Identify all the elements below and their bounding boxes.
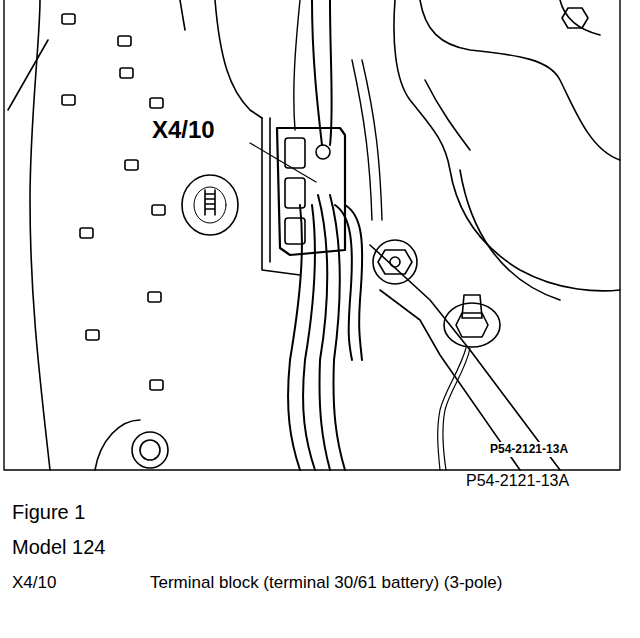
legend-code: X4/10	[12, 572, 56, 593]
callout-label: X4/10	[150, 115, 217, 145]
figure-code: P54-2121-13A	[488, 442, 570, 457]
figure-code: P54-2121-13A	[466, 471, 569, 491]
model-label: Model 124	[12, 535, 105, 560]
figure-title: Figure 1	[12, 500, 85, 525]
legend-description: Terminal block (terminal 30/61 battery) …	[150, 572, 522, 593]
